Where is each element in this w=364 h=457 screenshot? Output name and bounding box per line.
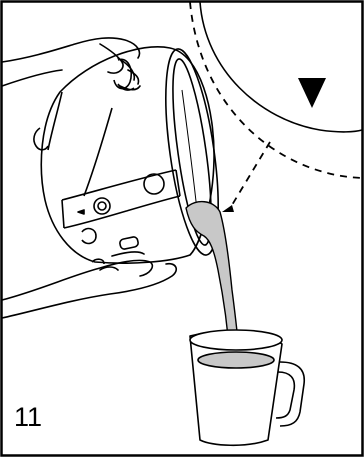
detail-curve [200, 2, 362, 132]
zoom-circle-outline [190, 2, 362, 178]
leader-arrowhead [222, 205, 234, 212]
step-number: 11 [14, 404, 42, 431]
measuring-jug [190, 330, 304, 445]
zoom-leader-line [232, 142, 270, 205]
direction-arrow-icon [298, 78, 326, 108]
zoom-detail [190, 2, 362, 212]
lower-hand [2, 252, 176, 318]
